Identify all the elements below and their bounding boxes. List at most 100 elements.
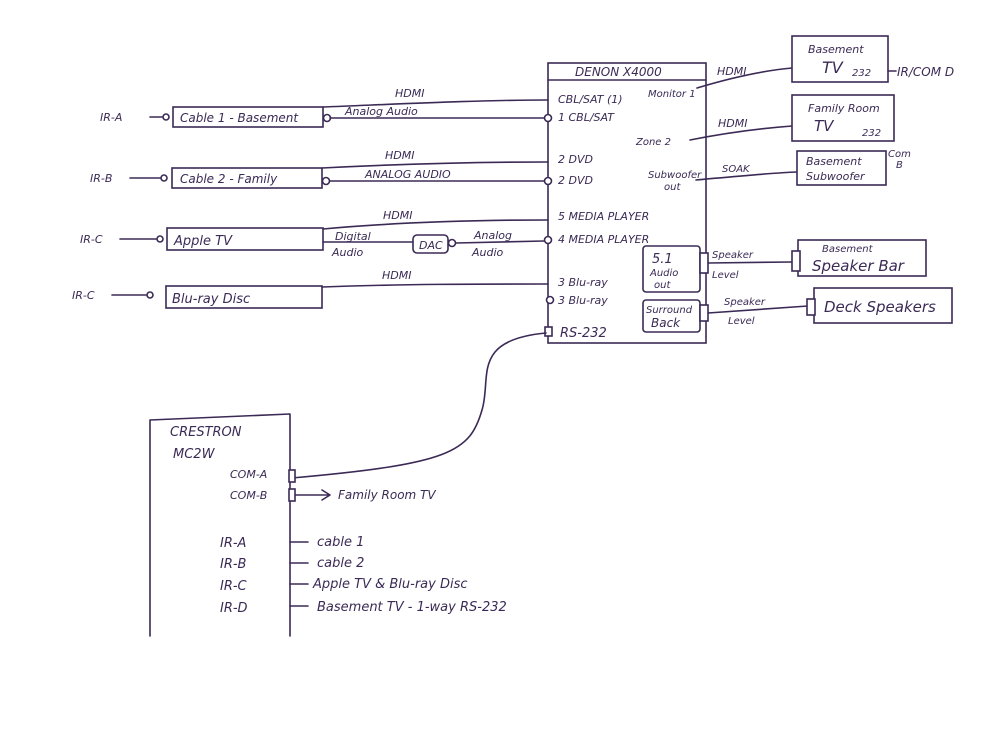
- ir-emitter-cable2: [160, 174, 168, 182]
- link-cable1-hdmi: [322, 99, 549, 108]
- crestron-title-2: MC2W: [173, 447, 216, 462]
- source-links: HDMI Analog Audio HDMI ANALOG AUDIO HDMI…: [321, 87, 549, 288]
- source-cable2: IR-B Cable 2 - Family: [90, 167, 331, 189]
- crestron: CRESTRON MC2W COM-A COM-B Family Room TV…: [149, 413, 507, 637]
- label-audio-speaker: Speaker: [712, 250, 754, 261]
- speaker-bar-1: Basement: [822, 244, 874, 255]
- jack-rs232: [544, 326, 553, 337]
- link-zone2-hdmi: [689, 125, 793, 141]
- speaker-bar-jack: [791, 250, 801, 272]
- crestron-ir-b: IR-B: [220, 557, 247, 572]
- receiver-box: [547, 62, 707, 344]
- crestron-com-a: COM-A: [230, 468, 267, 481]
- label-analog-2: Audio: [471, 246, 504, 259]
- dest-speaker-bar: Basement Speaker Bar: [791, 239, 927, 277]
- crestron-com-a-port: [288, 469, 296, 483]
- link-cable2-hdmi: [321, 161, 549, 169]
- subwoofer-box: [796, 150, 887, 186]
- link-audio-out-speaker: [707, 261, 793, 264]
- family-tv-box: [791, 94, 895, 142]
- com-b-arrow: [295, 489, 331, 501]
- speaker-bar-2: Speaker Bar: [812, 257, 905, 275]
- label-cable2-analog: ANALOG AUDIO: [364, 168, 451, 181]
- deck-speakers-label: Deck Speakers: [824, 298, 936, 316]
- link-appletv-hdmi: [322, 219, 549, 230]
- basement-tv-ir: IR/COM D: [897, 65, 954, 79]
- label-bluray-hdmi: HDMI: [382, 269, 411, 282]
- input-cbl-sat: 1 CBL/SAT: [558, 111, 615, 124]
- output-zone2: Zone 2: [635, 137, 671, 148]
- jack-cbl-sat: [543, 113, 553, 123]
- audio-out-3: out: [654, 280, 671, 291]
- dest-basement-tv: Basement TV 232 IR/COM D: [791, 35, 954, 83]
- label-subwoofer-coax: SOAK: [722, 164, 751, 175]
- bluray-box: [165, 285, 323, 309]
- ir-c-target: Apple TV & Blu-ray Disc: [312, 577, 468, 592]
- label-zone2-hdmi: HDMI: [718, 117, 747, 130]
- ir-emitter-bluray: [146, 291, 154, 299]
- basement-tv-1: Basement: [808, 43, 864, 56]
- label-digital-2: Audio: [331, 246, 364, 259]
- crestron-box: [149, 413, 291, 637]
- dest-deck-speakers: Deck Speakers: [806, 287, 953, 324]
- jack-dvd-analog: [543, 176, 553, 186]
- receiver-title: DENON X4000: [575, 65, 662, 79]
- link-monitor-hdmi: [696, 67, 793, 89]
- subwoofer-1: Basement: [806, 155, 862, 168]
- ir-label-bluray: IR-C: [72, 289, 95, 302]
- surround-back-1: Surround: [646, 305, 693, 316]
- family-tv-2: TV: [814, 117, 835, 135]
- ir-emitter-cable1: [162, 113, 170, 121]
- family-tv-232: 232: [862, 128, 881, 139]
- subwoofer-2: Subwoofer: [806, 170, 866, 183]
- input-dvd-hdmi: 2 DVD: [558, 153, 593, 166]
- cable1-label: Cable 1 - Basement: [180, 111, 299, 125]
- basement-tv-box: [791, 35, 889, 83]
- dac-label: DAC: [419, 239, 443, 252]
- label-cable1-analog: Analog Audio: [344, 105, 418, 118]
- link-surround-speaker: [707, 305, 809, 314]
- link-subwoofer-coax: [695, 171, 798, 181]
- ir-label-appletv: IR-C: [80, 233, 103, 246]
- input-dvd-analog: 2 DVD: [558, 174, 593, 187]
- ir-emitter-appletv: [156, 235, 164, 243]
- source-appletv: IR-C Apple TV: [80, 227, 324, 251]
- output-subwoofer-2: out: [664, 182, 681, 193]
- cable2-label: Cable 2 - Family: [180, 172, 278, 186]
- label-digital-1: Digital: [335, 230, 371, 243]
- link-bluray-hdmi: [321, 283, 549, 288]
- cable2-jack: [321, 176, 331, 186]
- source-bluray: IR-C Blu-ray Disc: [72, 285, 323, 309]
- input-cbl-sat-1: CBL/SAT (1): [558, 93, 623, 106]
- family-tv-1: Family Room: [808, 102, 880, 115]
- crestron-title-1: CRESTRON: [170, 425, 242, 440]
- audio-out-1: 5.1: [652, 252, 673, 267]
- jack-bluray-2: [545, 295, 555, 305]
- surround-back-2: Back: [651, 316, 681, 330]
- source-cable1: IR-A Cable 1 - Basement: [100, 106, 332, 128]
- appletv-label: Apple TV: [173, 234, 233, 249]
- output-subwoofer-1: Subwoofer: [648, 170, 702, 181]
- ir-a-target: cable 1: [317, 535, 364, 550]
- label-cable2-hdmi: HDMI: [385, 149, 414, 162]
- crestron-ir-c: IR-C: [220, 579, 248, 594]
- bluray-label: Blu-ray Disc: [172, 292, 250, 307]
- label-surround-level: Level: [728, 316, 755, 327]
- label-appletv-hdmi: HDMI: [383, 209, 412, 222]
- dest-subwoofer: Basement Subwoofer: [796, 150, 887, 186]
- family-tv-com-1: Com: [888, 149, 911, 160]
- jack-media-4: [543, 235, 553, 245]
- crestron-ir-a: IR-A: [220, 536, 246, 551]
- label-analog-1: Analog: [473, 229, 512, 242]
- jack-surround-back: [699, 304, 709, 322]
- cable2-box: [171, 167, 323, 189]
- deck-speakers-box: [813, 287, 953, 324]
- label-surround-speaker: Speaker: [724, 297, 766, 308]
- label-audio-level: Level: [712, 270, 739, 281]
- audio-out-2: Audio: [649, 268, 678, 279]
- deck-speakers-jack: [806, 298, 816, 316]
- basement-tv-232: 232: [852, 68, 871, 79]
- basement-tv-2: TV: [822, 58, 844, 77]
